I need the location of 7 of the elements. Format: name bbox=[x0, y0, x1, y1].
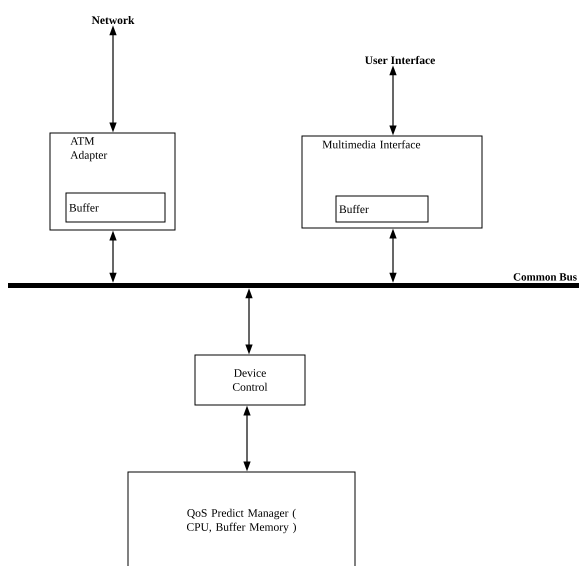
buffer-box: Buffer bbox=[66, 192, 166, 222]
endpoint-label: Network bbox=[92, 16, 134, 24]
manager-box: QoS Predict Manager ( CPU, Buffer Memory ) bbox=[128, 472, 356, 566]
endpoint-label: User Interface bbox=[365, 56, 435, 64]
bus-line: Common Bus bbox=[8, 273, 579, 288]
component-box: Device Control bbox=[194, 354, 306, 406]
buffer-box: Buffer bbox=[336, 196, 428, 222]
